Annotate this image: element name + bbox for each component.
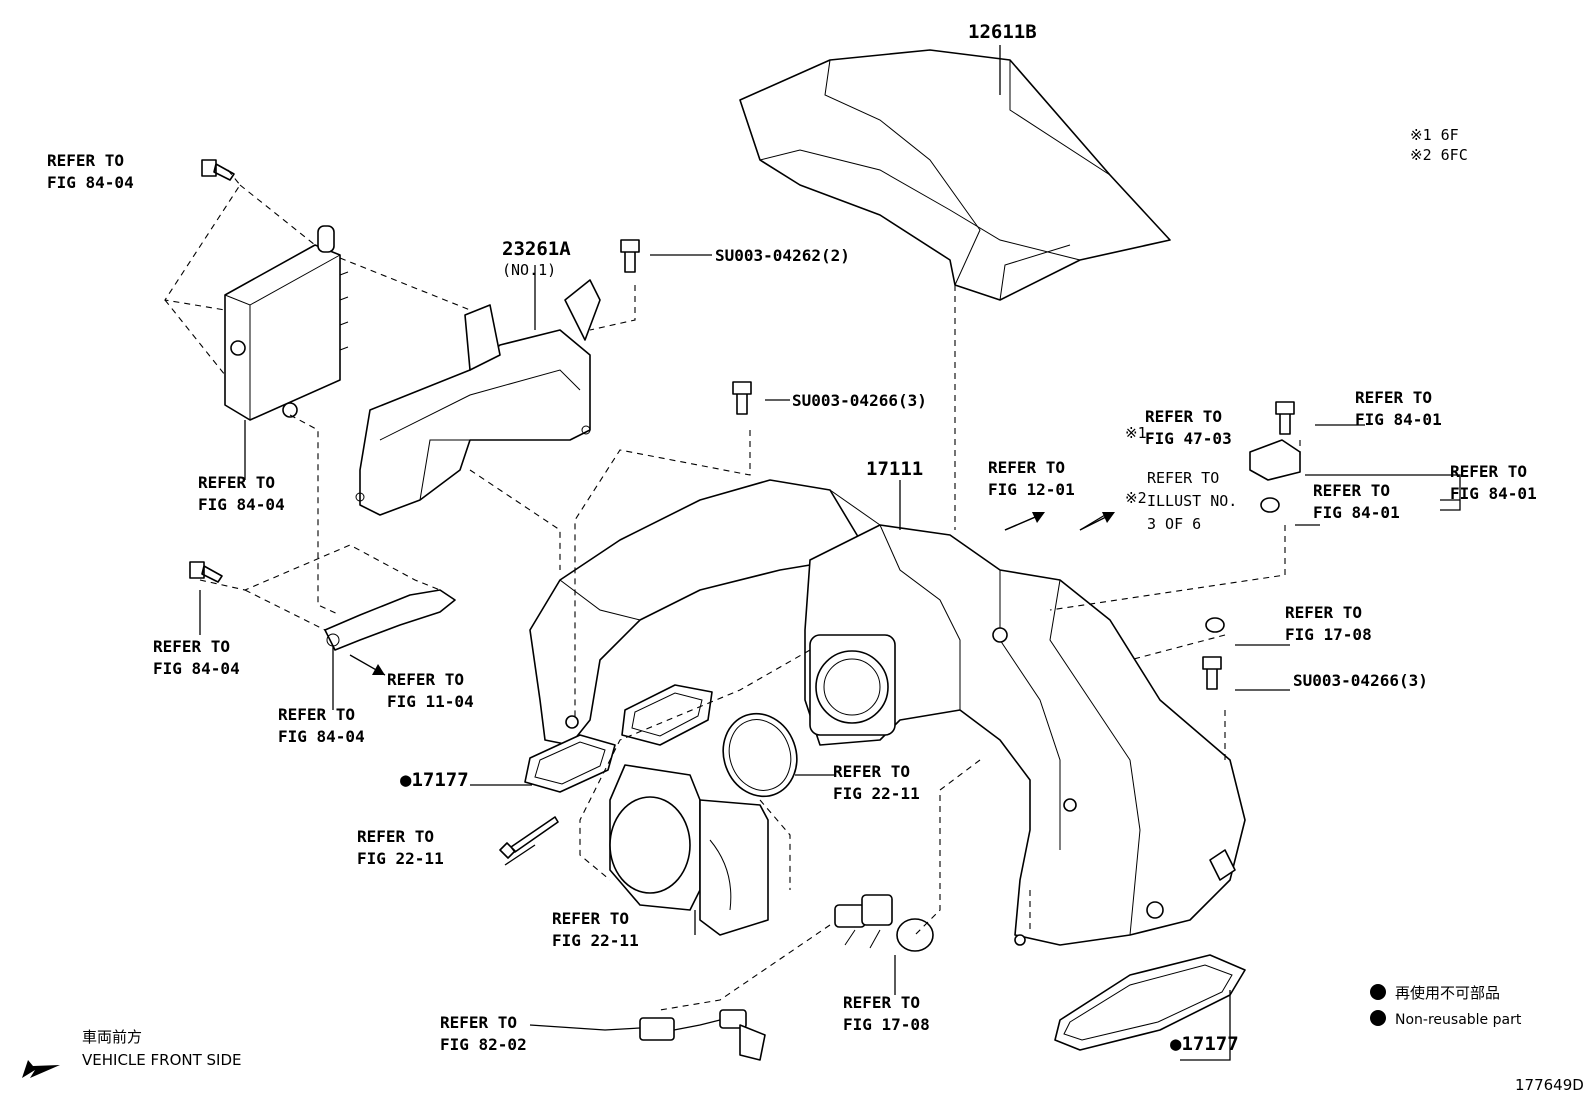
mark-1: ※1 bbox=[1125, 424, 1147, 442]
refer-to-r12: REFER TO FIG 12-01 bbox=[988, 458, 1075, 499]
refer-line: FIG 22-11 bbox=[552, 931, 639, 950]
variant-1: ※1 6F bbox=[1410, 126, 1459, 144]
refer-line: 3 OF 6 bbox=[1147, 515, 1201, 533]
refer-to-r15: REFER TO FIG 84-01 bbox=[1355, 388, 1442, 429]
refer-to-r7: REFER TO FIG 22-11 bbox=[833, 762, 920, 803]
refer-to-r2: REFER TO FIG 84-04 bbox=[198, 473, 285, 514]
callout-12611b: 12611B bbox=[968, 21, 1037, 43]
variant-2: ※2 6FC bbox=[1410, 146, 1468, 164]
refer-line: REFER TO bbox=[1145, 407, 1222, 426]
bolt-icon bbox=[499, 816, 559, 859]
throttle-body bbox=[609, 764, 769, 936]
callout-23261a: 23261A bbox=[502, 238, 571, 260]
non-reusable-dot-icon bbox=[1370, 1010, 1386, 1026]
refer-line: FIG 22-11 bbox=[357, 849, 444, 868]
mark-2: ※2 bbox=[1125, 489, 1147, 507]
bracket-no1 bbox=[355, 279, 601, 516]
refer-line: REFER TO bbox=[552, 909, 629, 928]
refer-line: REFER TO bbox=[153, 637, 230, 656]
ecu-module bbox=[224, 225, 349, 421]
refer-to-r11: REFER TO FIG 17-08 bbox=[843, 993, 930, 1034]
refer-to-r1: REFER TO FIG 84-04 bbox=[47, 151, 134, 192]
legend-jp: 再使用不可部品 bbox=[1395, 984, 1500, 1002]
gasket-left-b bbox=[621, 684, 713, 746]
refer-line: REFER TO bbox=[440, 1013, 517, 1032]
bolt-su003-04266-top: SU003-04266(3) bbox=[792, 391, 927, 410]
refer-line: FIG 84-01 bbox=[1313, 503, 1400, 522]
bolt-icon bbox=[1275, 401, 1295, 435]
refer-to-r10: REFER TO FIG 17-08 bbox=[1285, 603, 1372, 644]
bolt-su003-04262: SU003-04262(2) bbox=[715, 246, 850, 265]
callout-17177-left: ●17177 bbox=[400, 769, 469, 791]
refer-line: REFER TO bbox=[47, 151, 124, 170]
refer-line: REFER TO bbox=[843, 993, 920, 1012]
refer-to-r9: REFER TO FIG 82-02 bbox=[440, 1013, 527, 1054]
labels: 12611B 23261A (NO.1) 17111 ●17177 ●17177… bbox=[47, 21, 1584, 1094]
hose-bracket bbox=[324, 589, 456, 651]
refer-line: FIG 17-08 bbox=[1285, 625, 1372, 644]
refer-line: FIG 84-04 bbox=[278, 727, 365, 746]
front-en: VEHICLE FRONT SIDE bbox=[82, 1051, 242, 1069]
diagram-id: 177649D bbox=[1515, 1076, 1584, 1094]
bolt-icon bbox=[732, 381, 752, 415]
washer-icon bbox=[1260, 497, 1280, 513]
legend-en: Non-reusable part bbox=[1395, 1012, 1522, 1028]
arrows bbox=[22, 512, 1115, 1078]
bolt-icon bbox=[201, 159, 235, 181]
refer-to-r16: REFER TO FIG 84-01 bbox=[1450, 462, 1537, 503]
engine-cover bbox=[739, 49, 1171, 301]
intake-manifold bbox=[529, 479, 1246, 946]
refer-line: REFER TO bbox=[1450, 462, 1527, 481]
refer-line: ILLUST NO. bbox=[1147, 492, 1237, 510]
refer-line: REFER TO bbox=[1147, 469, 1219, 487]
sensor-harness bbox=[529, 1009, 766, 1061]
callout-17177-right: ●17177 bbox=[1170, 1033, 1239, 1055]
refer-line: REFER TO bbox=[833, 762, 910, 781]
refer-to-r8: REFER TO FIG 22-11 bbox=[552, 909, 639, 950]
refer-line: FIG 82-02 bbox=[440, 1035, 527, 1054]
refer-to-r14: REFER TO ILLUST NO. 3 OF 6 bbox=[1147, 469, 1237, 533]
refer-line: REFER TO bbox=[387, 670, 464, 689]
refer-line: REFER TO bbox=[1285, 603, 1362, 622]
refer-line: REFER TO bbox=[357, 827, 434, 846]
assembly-lines bbox=[164, 169, 1301, 1011]
front-arrow-icon bbox=[22, 1060, 60, 1078]
refer-line: REFER TO bbox=[198, 473, 275, 492]
refer-line: REFER TO bbox=[1313, 481, 1390, 500]
gasket-left-a bbox=[524, 734, 616, 793]
refer-line: FIG 84-01 bbox=[1355, 410, 1442, 429]
refer-line: FIG 12-01 bbox=[988, 480, 1075, 499]
bolt-icon bbox=[1202, 656, 1222, 690]
solenoid-valve bbox=[834, 894, 934, 952]
refer-line: FIG 22-11 bbox=[833, 784, 920, 803]
non-reusable-dot-icon bbox=[1370, 984, 1386, 1000]
refer-line: REFER TO bbox=[1355, 388, 1432, 407]
refer-to-r6: REFER TO FIG 22-11 bbox=[357, 827, 444, 868]
bolt-icon bbox=[189, 561, 223, 583]
refer-line: FIG 47-03 bbox=[1145, 429, 1232, 448]
sensor-clip bbox=[1249, 439, 1301, 481]
refer-line: FIG 11-04 bbox=[387, 692, 474, 711]
refer-line: REFER TO bbox=[988, 458, 1065, 477]
gasket-ring bbox=[722, 712, 798, 798]
refer-line: FIG 17-08 bbox=[843, 1015, 930, 1034]
refer-to-r3: REFER TO FIG 84-04 bbox=[153, 637, 240, 678]
refer-line: FIG 84-04 bbox=[198, 495, 285, 514]
refer-to-r5: REFER TO FIG 11-04 bbox=[387, 670, 474, 711]
washer-icon bbox=[1205, 617, 1225, 633]
front-jp: 車両前方 bbox=[82, 1028, 142, 1046]
bolt-su003-04266-right: SU003-04266(3) bbox=[1293, 671, 1428, 690]
refer-to-r13: REFER TO FIG 47-03 bbox=[1145, 407, 1232, 448]
bolt-icon bbox=[620, 239, 640, 273]
refer-line: FIG 84-04 bbox=[153, 659, 240, 678]
refer-line: FIG 84-01 bbox=[1450, 484, 1537, 503]
refer-to-r17: REFER TO FIG 84-01 bbox=[1313, 481, 1400, 522]
callout-17111: 17111 bbox=[866, 458, 923, 480]
refer-line: REFER TO bbox=[278, 705, 355, 724]
refer-to-r4: REFER TO FIG 84-04 bbox=[278, 705, 365, 746]
refer-line: FIG 84-04 bbox=[47, 173, 134, 192]
callout-23261a-sub: (NO.1) bbox=[502, 261, 556, 279]
